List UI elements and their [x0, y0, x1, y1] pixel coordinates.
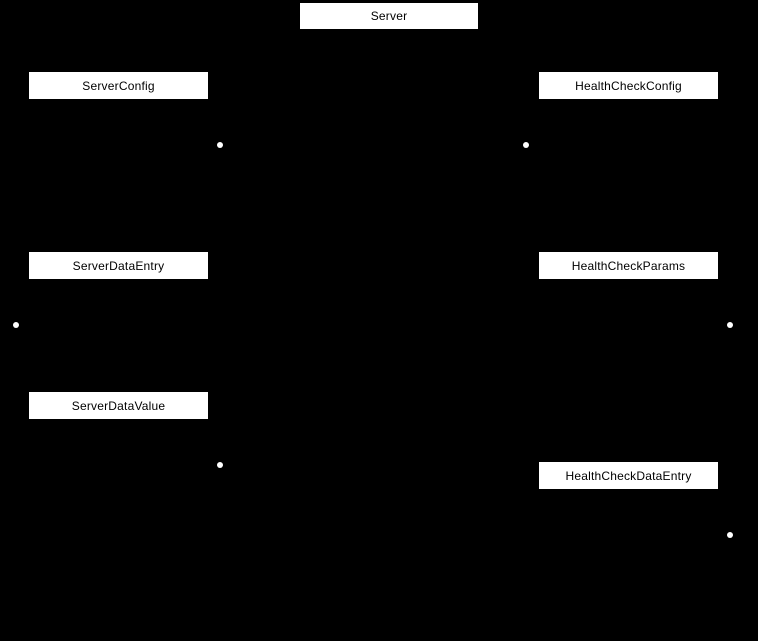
node-label: HealthCheckParams: [571, 258, 686, 273]
node-label: HealthCheckDataEntry: [565, 468, 692, 483]
node-server[interactable]: Server: [300, 3, 478, 29]
node-health-check-data-entry[interactable]: HealthCheckDataEntry: [539, 462, 718, 489]
graph-dot-node[interactable]: [13, 322, 19, 328]
node-health-check-config[interactable]: HealthCheckConfig: [539, 72, 718, 99]
node-label: HealthCheckConfig: [575, 78, 682, 93]
node-health-check-params[interactable]: HealthCheckParams: [539, 252, 718, 279]
node-label: Server: [370, 9, 408, 23]
node-server-data-value[interactable]: ServerDataValue: [29, 392, 208, 419]
graph-dot-node[interactable]: [217, 462, 223, 468]
node-label: ServerDataEntry: [72, 258, 165, 273]
node-label: ServerConfig: [82, 78, 155, 93]
graph-dot-node[interactable]: [727, 322, 733, 328]
graph-dot-node[interactable]: [217, 142, 223, 148]
node-server-config[interactable]: ServerConfig: [29, 72, 208, 99]
node-server-data-entry[interactable]: ServerDataEntry: [29, 252, 208, 279]
graph-dot-node[interactable]: [523, 142, 529, 148]
node-label: ServerDataValue: [71, 398, 166, 413]
graph-dot-node[interactable]: [727, 532, 733, 538]
